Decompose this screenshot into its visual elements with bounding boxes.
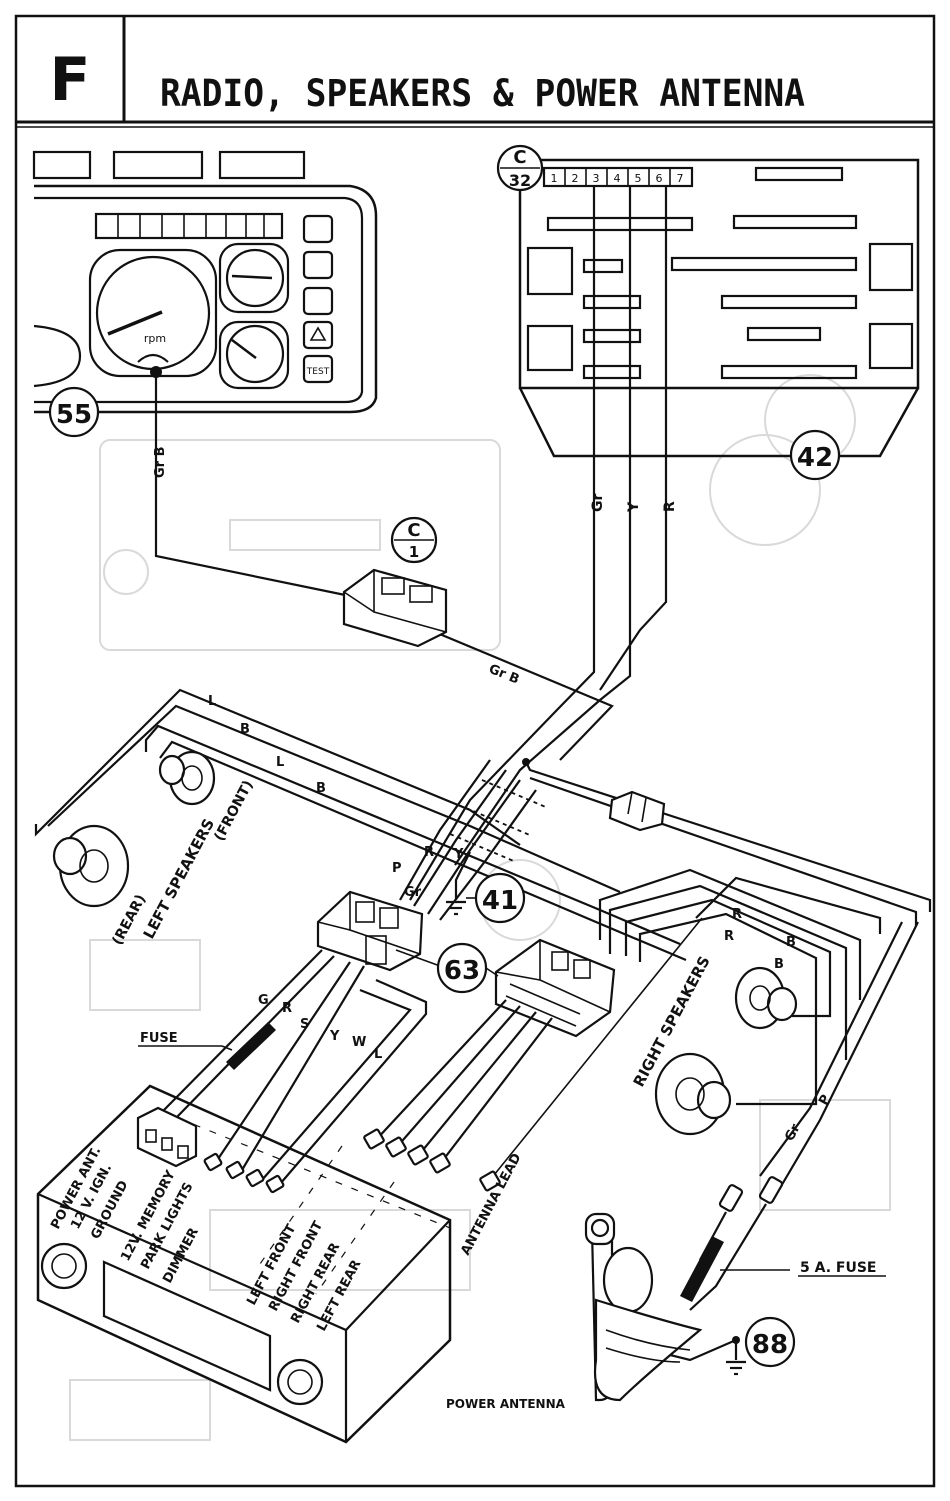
left-rear-speaker (52, 824, 130, 908)
antenna-wiring: Gr P 5 A. FUSE 88 (625, 921, 919, 1376)
c1-letter: C (407, 520, 420, 541)
wire-label-b2: B (316, 781, 326, 796)
wire-label-l1: L (208, 694, 216, 709)
wire-label-b1: B (240, 722, 250, 737)
wire-label-l-radio: L (374, 1047, 382, 1062)
wire-label-r1-right: R (732, 907, 742, 922)
cluster-wire: Gr B Gr B (153, 372, 614, 761)
tachometer-label: rpm (144, 332, 166, 345)
connector-c1: C 1 (342, 516, 448, 648)
pin-2: 2 (572, 172, 579, 185)
power-antenna-label: POWER ANTENNA (446, 1397, 566, 1411)
wire-label-b2-right: B (774, 957, 784, 972)
pin-4: 4 (614, 172, 621, 185)
wire-label-l2: L (276, 755, 284, 770)
c32-number: 32 (509, 171, 531, 190)
left-speakers-label: LEFT SPEAKERS (140, 816, 219, 942)
callout-41: 41 (482, 886, 518, 916)
wire-label-g-radio: G (258, 993, 269, 1008)
callout-88: 88 (752, 1330, 788, 1360)
callout-42: 42 (797, 443, 833, 473)
radio-left-knob (40, 1242, 88, 1290)
left-front-speaker (158, 750, 216, 806)
wire-label-b1-right: B (786, 935, 796, 950)
wire-label-gr-antenna: Gr (782, 1121, 804, 1144)
wire-label-gr-harness: Gr (404, 885, 422, 900)
module-42: 1 2 3 4 5 6 7 C 32 42 (496, 144, 920, 481)
wire-label-r2-right: R (724, 929, 734, 944)
connector-63-right (494, 938, 616, 1038)
wire-label-p-harness: P (392, 861, 402, 876)
section-letter: F (50, 45, 91, 115)
pin-6: 6 (656, 172, 663, 185)
wire-label-y-harness: Y (453, 847, 464, 862)
radio-fuse: FUSE (138, 1022, 276, 1070)
c32-letter: C (513, 147, 526, 168)
radio-unit: POWER ANT. 12 V. IGN. GROUND 12V. MEMORY… (36, 1084, 525, 1444)
test-button-label: TEST (306, 367, 330, 377)
wire-label-grb-cluster: Gr B (153, 446, 168, 478)
fuel-gauge (225, 248, 285, 308)
wire-label-r-harness: R (424, 845, 434, 860)
fuse-label: FUSE (140, 1031, 178, 1046)
ground-41: 41 (446, 851, 526, 924)
power-antenna-unit: POWER ANTENNA (446, 1212, 703, 1411)
antenna-fuse-label: 5 A. FUSE (800, 1260, 876, 1276)
callout-55: 55 (56, 400, 92, 430)
callout-63: 63 (444, 956, 480, 986)
wire-label-s-radio: S (300, 1017, 309, 1032)
hazard-icon (309, 326, 327, 341)
radio-speaker-wires (373, 917, 703, 1181)
wire-label-y-module: Y (626, 501, 642, 513)
right-front-speaker (734, 966, 798, 1030)
pin-5: 5 (635, 172, 642, 185)
radio-power-wires: G R S Y W L (161, 949, 428, 1185)
c1-number: 1 (409, 543, 419, 561)
pin-3: 3 (593, 172, 600, 185)
main-harness: P R Y Gr (392, 758, 932, 926)
page-title: RADIO, SPEAKERS & POWER ANTENNA (160, 72, 805, 115)
right-speaker-wiring: R R B B RIGHT SPEAKERS (598, 868, 882, 1136)
label-antenna-lead: ANTENNA LEAD (458, 1151, 524, 1258)
tachometer-gauge (95, 255, 211, 371)
connector-63-left (316, 890, 424, 972)
right-rear-speaker (654, 1052, 732, 1136)
wire-label-gr-module: Gr (590, 494, 606, 512)
page-frame: F RADIO, SPEAKERS & POWER ANTENNA (14, 14, 936, 1488)
left-front-speaker-label: (FRONT) (211, 778, 256, 844)
inline-connector (608, 790, 666, 832)
radio-right-knob (276, 1358, 324, 1406)
wire-label-w-radio: W (352, 1035, 366, 1050)
instrument-cluster: rpm TEST 55 (32, 150, 378, 438)
wire-label-y-radio: Y (329, 1029, 340, 1044)
pin-7: 7 (677, 172, 684, 185)
callout-63-group: 63 (395, 942, 499, 994)
pin-1: 1 (551, 172, 558, 185)
temperature-gauge (225, 324, 285, 384)
wire-label-r-radio: R (282, 1001, 292, 1016)
wire-label-r-module: R (662, 501, 678, 512)
